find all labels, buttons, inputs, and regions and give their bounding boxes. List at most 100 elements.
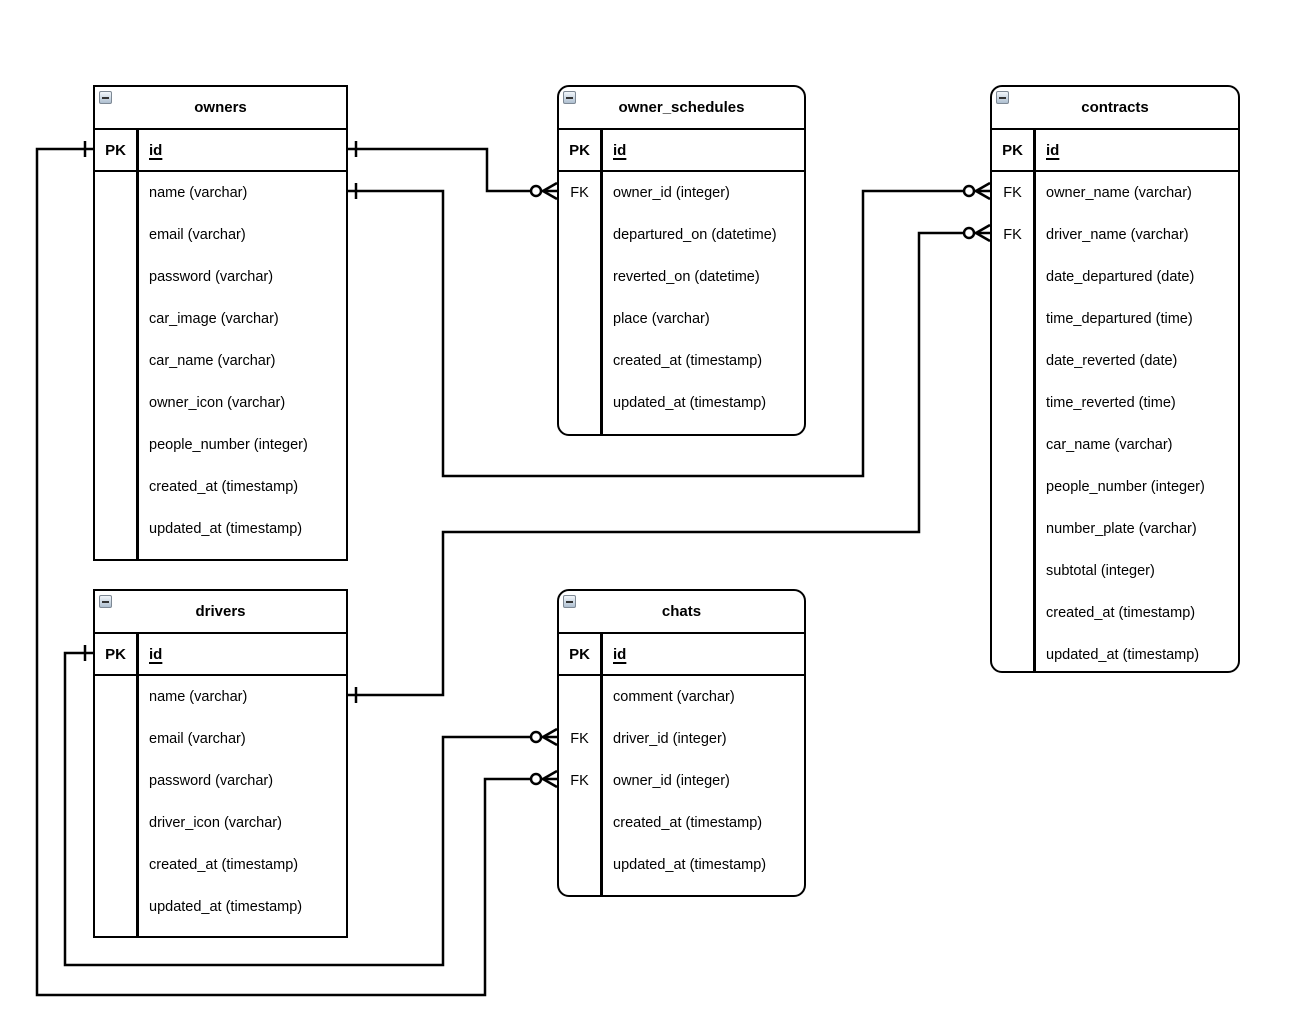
column-row-car_image[interactable]: car_image (varchar) [95, 298, 346, 340]
field-label: name (varchar) [149, 689, 248, 705]
field-label: created_at (timestamp) [149, 857, 299, 873]
column-row-car_name[interactable]: car_name (varchar) [95, 340, 346, 382]
field-label: created_at (timestamp) [613, 353, 763, 369]
column-row-name[interactable]: name (varchar) [95, 676, 346, 718]
collapse-icon[interactable] [99, 595, 112, 608]
column-row-time_departured[interactable]: time_departured (time) [992, 298, 1238, 340]
column-row-updated_at[interactable]: updated_at (timestamp) [95, 886, 346, 928]
key-cell: PK [569, 645, 590, 663]
field-label: created_at (timestamp) [149, 479, 299, 495]
collapse-icon[interactable] [996, 91, 1009, 104]
column-row-departured_on[interactable]: departured_on (datetime) [559, 214, 804, 256]
field-label: id [149, 645, 163, 663]
key-column-divider [136, 130, 139, 559]
column-row-reverted_on[interactable]: reverted_on (datetime) [559, 256, 804, 298]
field-label: id [613, 645, 627, 663]
field-label: id [1046, 141, 1060, 159]
crow-foot-marker [542, 181, 558, 193]
column-row-email[interactable]: email (varchar) [95, 718, 346, 760]
column-row-id[interactable]: PK id [559, 634, 804, 676]
entity-header-drivers: drivers [95, 591, 346, 634]
column-row-owner_icon[interactable]: owner_icon (varchar) [95, 382, 346, 424]
column-row-created_at[interactable]: created_at (timestamp) [992, 592, 1238, 634]
entity-title: contracts [1081, 99, 1149, 116]
field-label: time_reverted (time) [1046, 395, 1176, 411]
field-label: people_number (integer) [1046, 479, 1205, 495]
key-cell: FK [1003, 227, 1022, 243]
collapse-icon[interactable] [563, 91, 576, 104]
collapse-icon[interactable] [99, 91, 112, 104]
crow-foot-marker [542, 777, 558, 789]
column-row-updated_at[interactable]: updated_at (timestamp) [559, 844, 804, 886]
field-label: driver_name (varchar) [1046, 227, 1189, 243]
column-row-updated_at[interactable]: updated_at (timestamp) [992, 634, 1238, 676]
relationship-owners-id-to-owner_schedules-owner_id[interactable] [348, 141, 558, 201]
relationship-line [348, 231, 990, 697]
column-row-people_number[interactable]: people_number (integer) [992, 466, 1238, 508]
column-row-updated_at[interactable]: updated_at (timestamp) [95, 508, 346, 550]
column-row-password[interactable]: password (varchar) [95, 256, 346, 298]
minus-glyph-icon [102, 600, 109, 603]
minus-glyph-icon [102, 96, 109, 99]
key-cell: FK [1003, 185, 1022, 201]
crow-foot-marker [542, 735, 558, 747]
field-label: people_number (integer) [149, 437, 308, 453]
field-label: time_departured (time) [1046, 311, 1193, 327]
field-label: updated_at (timestamp) [149, 521, 303, 537]
field-label: owner_id (integer) [613, 773, 730, 789]
relationship-owners-name-to-contracts-owner_name[interactable] [348, 181, 991, 478]
column-row-car_name[interactable]: car_name (varchar) [992, 424, 1238, 466]
column-row-date_departured[interactable]: date_departured (date) [992, 256, 1238, 298]
column-row-driver_name[interactable]: FK driver_name (varchar) [992, 214, 1238, 256]
column-row-created_at[interactable]: created_at (timestamp) [95, 844, 346, 886]
column-row-id[interactable]: PK id [992, 130, 1238, 172]
relationship-drivers-id-to-chats-driver_id[interactable] [63, 645, 558, 967]
zero-marker-circle [529, 184, 543, 198]
column-row-people_number[interactable]: people_number (integer) [95, 424, 346, 466]
field-label: date_reverted (date) [1046, 353, 1178, 369]
field-label: updated_at (timestamp) [613, 395, 767, 411]
relationship-owners-id-to-chats-owner_id[interactable] [35, 141, 558, 997]
column-row-subtotal[interactable]: subtotal (integer) [992, 550, 1238, 592]
field-label: car_name (varchar) [1046, 437, 1173, 453]
column-row-name[interactable]: name (varchar) [95, 172, 346, 214]
key-column-divider [1033, 130, 1036, 671]
column-row-email[interactable]: email (varchar) [95, 214, 346, 256]
key-column-divider [600, 130, 603, 434]
field-label: driver_id (integer) [613, 731, 727, 747]
column-row-time_reverted[interactable]: time_reverted (time) [992, 382, 1238, 424]
column-row-number_plate[interactable]: number_plate (varchar) [992, 508, 1238, 550]
column-row-updated_at[interactable]: updated_at (timestamp) [559, 382, 804, 424]
minus-glyph-icon [999, 96, 1006, 99]
column-row-place[interactable]: place (varchar) [559, 298, 804, 340]
key-cell: PK [1002, 141, 1023, 159]
column-row-created_at[interactable]: created_at (timestamp) [559, 340, 804, 382]
field-label: id [149, 141, 163, 159]
column-row-driver_icon[interactable]: driver_icon (varchar) [95, 802, 346, 844]
column-row-password[interactable]: password (varchar) [95, 760, 346, 802]
column-row-date_reverted[interactable]: date_reverted (date) [992, 340, 1238, 382]
key-column-divider [600, 634, 603, 895]
relationship-drivers-name-to-contracts-driver_name[interactable] [348, 223, 991, 703]
column-row-created_at[interactable]: created_at (timestamp) [95, 466, 346, 508]
entity-header-owner_schedules: owner_schedules [559, 87, 804, 130]
column-row-comment[interactable]: comment (varchar) [559, 676, 804, 718]
field-label: comment (varchar) [613, 689, 735, 705]
key-column-divider [136, 634, 139, 936]
zero-marker-circle [962, 184, 976, 198]
column-row-created_at[interactable]: created_at (timestamp) [559, 802, 804, 844]
collapse-icon[interactable] [563, 595, 576, 608]
